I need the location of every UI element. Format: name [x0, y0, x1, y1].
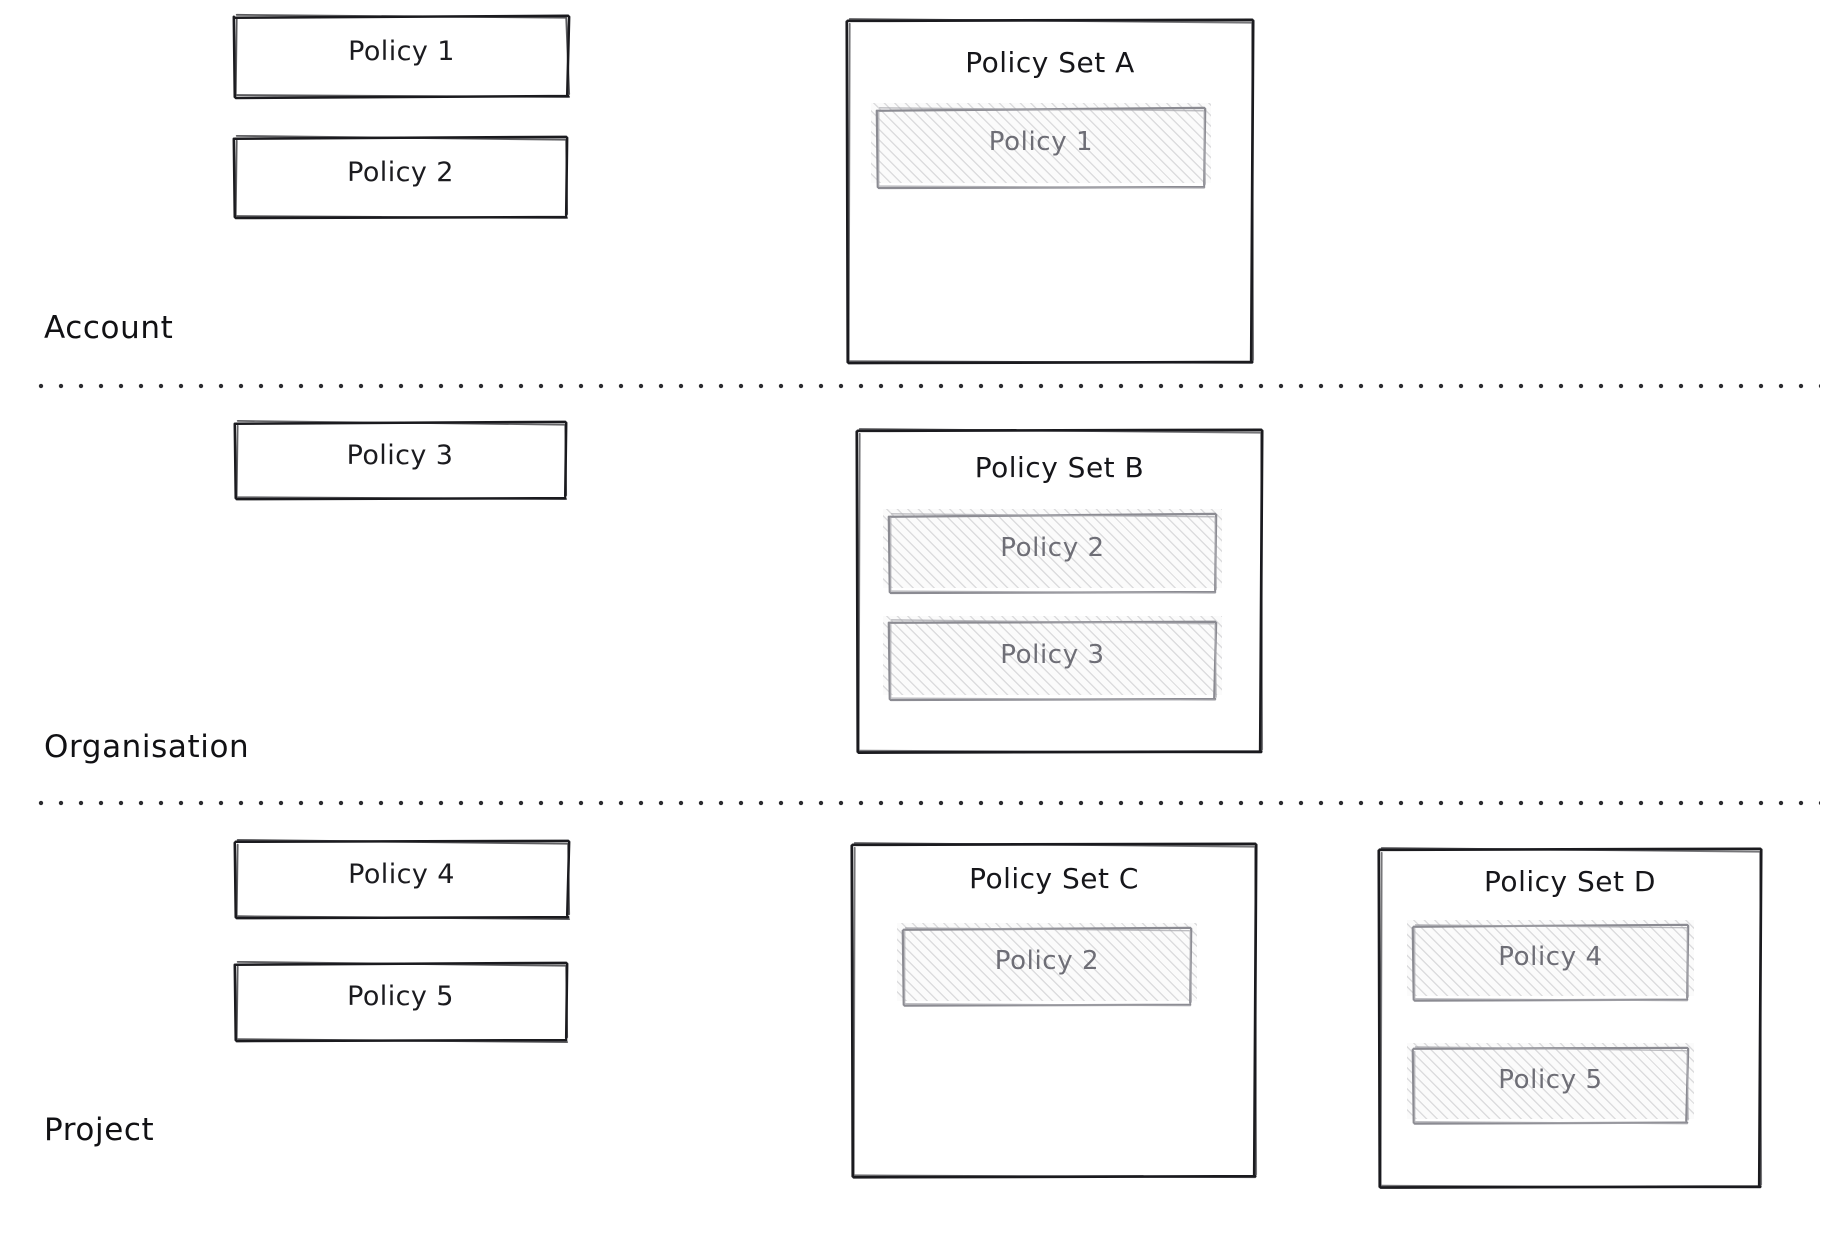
tier-label-project: Project [44, 1112, 155, 1148]
sketch-outline [232, 13, 571, 100]
sketch-outline [1377, 846, 1763, 1189]
policy-set-title: Policy Set C [969, 862, 1139, 895]
policy-set-title: Policy Set A [965, 46, 1135, 79]
policy-set-member-label: Policy 5 [1498, 1064, 1603, 1095]
policy-chip-label: Policy 5 [347, 980, 454, 1012]
tier-label-organisation: Organisation [44, 729, 250, 765]
sketch-outline [887, 619, 1218, 702]
policy-set-member-policy-3[interactable]: Policy 3 [883, 616, 1222, 702]
policy-chip-label: Policy 4 [348, 858, 455, 890]
policy-set-member-policy-2[interactable]: Policy 2 [897, 923, 1197, 1007]
policy-set-title: Policy Set D [1484, 865, 1656, 898]
policy-set-member-policy-4[interactable]: Policy 4 [1407, 920, 1694, 1002]
policy-set-b[interactable]: Policy Set B Policy 2 Policy 3 [850, 424, 1269, 755]
policy-chip-policy-1[interactable]: Policy 1 [228, 10, 575, 100]
policy-set-member-policy-1[interactable]: Policy 1 [871, 103, 1211, 190]
policy-chip-policy-3[interactable]: Policy 3 [228, 417, 572, 501]
sketch-outline [901, 926, 1193, 1007]
policy-set-member-label: Policy 2 [1000, 532, 1105, 563]
policy-set-member-label: Policy 1 [988, 126, 1094, 157]
sketch-outline [1411, 1046, 1690, 1125]
policy-chip-policy-5[interactable]: Policy 5 [228, 958, 573, 1043]
policy-set-member-label: Policy 2 [994, 945, 1100, 976]
sketch-outline [845, 17, 1255, 365]
policy-set-a[interactable]: Policy Set A Policy 1 [840, 14, 1260, 366]
sketch-outline [887, 512, 1218, 595]
policy-set-member-label: Policy 4 [1498, 941, 1603, 972]
sketch-outline [855, 427, 1264, 754]
policy-set-title: Policy Set B [974, 451, 1145, 484]
sketch-outline [875, 106, 1207, 190]
tier-label-account: Account [44, 310, 174, 346]
sketch-outline [233, 419, 568, 501]
sketch-outline [233, 960, 569, 1043]
policy-set-c[interactable]: Policy Set C Policy 2 [845, 838, 1263, 1180]
policy-set-d[interactable]: Policy Set D Policy 4 Policy 5 [1372, 843, 1768, 1191]
sketch-outline [850, 841, 1258, 1179]
policy-set-member-policy-2[interactable]: Policy 2 [883, 509, 1222, 595]
sketch-outline [232, 134, 569, 220]
policy-chip-label: Policy 2 [347, 156, 454, 188]
divider-account-organisation [38, 383, 1820, 389]
policy-chip-policy-4[interactable]: Policy 4 [228, 836, 575, 921]
policy-chip-label: Policy 1 [348, 35, 455, 67]
divider-organisation-project [38, 800, 1820, 806]
sketch-outline [1411, 923, 1690, 1002]
sketch-outline [233, 838, 571, 921]
policy-set-member-label: Policy 3 [1000, 639, 1105, 670]
policy-chip-label: Policy 3 [346, 439, 454, 471]
policy-chip-policy-2[interactable]: Policy 2 [228, 132, 573, 220]
policy-set-member-policy-5[interactable]: Policy 5 [1407, 1043, 1694, 1125]
